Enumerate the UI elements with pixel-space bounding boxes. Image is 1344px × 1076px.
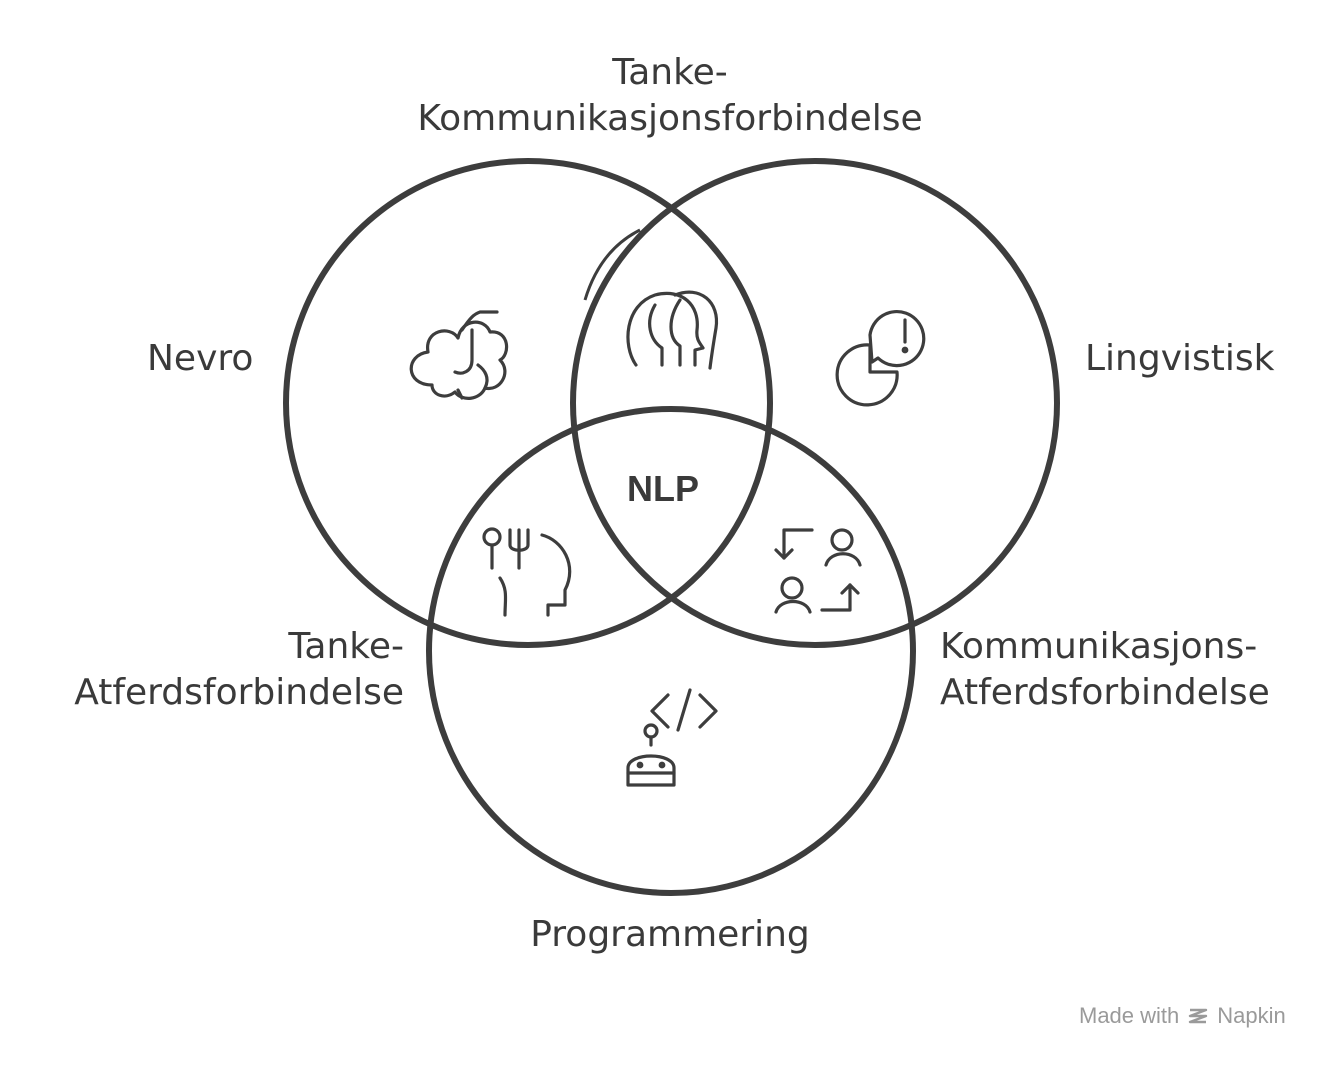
code-robot-icon	[626, 688, 718, 787]
circle-nevro	[283, 158, 773, 648]
eat-thought-icon	[482, 527, 572, 617]
label-programmering: Programmering	[530, 914, 810, 955]
label-line: Atferdsforbindelse	[940, 672, 1270, 713]
label-line: Atferdsforbindelse	[74, 672, 404, 713]
label-tanke-atferd: Tanke- Atferdsforbindelse	[40, 624, 404, 716]
label-nlp: NLP	[627, 468, 699, 509]
made-with-text: Made with	[1079, 1003, 1180, 1028]
made-with-napkin: Made with Napkin	[1079, 1003, 1286, 1029]
label-lingvistisk: Lingvistisk	[1085, 338, 1275, 379]
label-nevro: Nevro	[147, 338, 254, 379]
speech-chart-icon	[835, 309, 926, 407]
label-line: Tanke-	[612, 52, 728, 93]
two-heads-icon	[626, 290, 719, 370]
sketch-stroke	[427, 639, 442, 721]
label-tanke-kommunikasjon: Tanke- Kommunikasjonsforbindelse	[370, 50, 970, 142]
exchange-people-icon	[774, 528, 862, 614]
sketch-stroke	[583, 228, 641, 301]
napkin-brand-text: Napkin	[1217, 1003, 1286, 1028]
label-line: Kommunikasjons-	[940, 626, 1258, 667]
brain-icon	[409, 310, 509, 400]
napkin-logo-icon	[1189, 1008, 1208, 1024]
label-line: Tanke-	[288, 626, 404, 667]
label-line: Kommunikasjonsforbindelse	[417, 98, 923, 139]
circle-lingvistisk	[570, 158, 1060, 648]
label-kommunikasjon-atferd: Kommunikasjons- Atferdsforbindelse	[940, 624, 1270, 716]
